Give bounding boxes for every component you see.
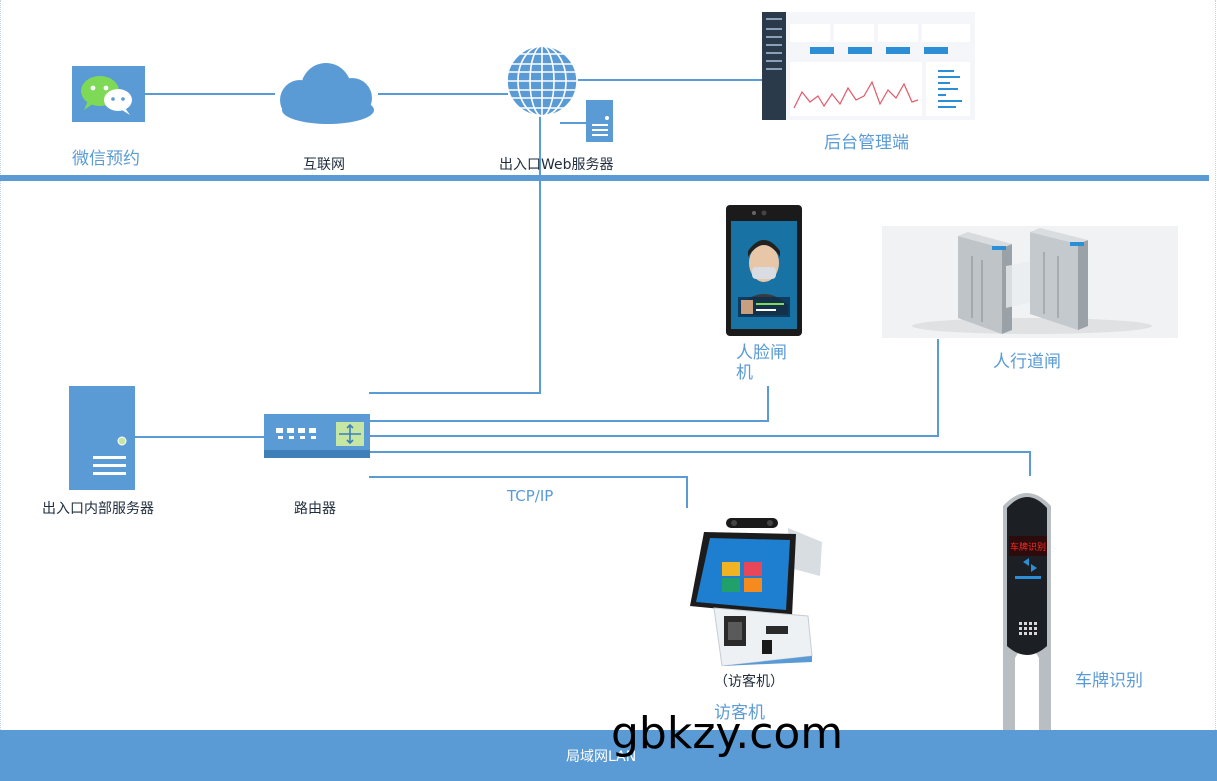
line-internet-web: [378, 93, 508, 95]
line-web-router: [369, 392, 541, 394]
visitor-paren-label: （访客机）: [714, 674, 784, 690]
line-face-down: [767, 386, 769, 422]
lan-bar: 局域网LAN: [0, 730, 1217, 781]
right-border: [1215, 0, 1217, 730]
line-ped-down: [937, 339, 939, 437]
plate-led-text: 车牌识别: [1010, 541, 1046, 553]
internal-server-label: 出入口内部服务器: [42, 501, 154, 517]
web-server-label: 出入口Web服务器: [499, 157, 614, 173]
separator-bar: [0, 175, 1209, 181]
line-web-admin: [578, 79, 763, 81]
line-router-face: [369, 420, 769, 422]
router-icon: [264, 414, 370, 458]
line-router-ped: [369, 435, 939, 437]
left-border: [0, 0, 2, 730]
visitor-kiosk-image: [688, 516, 828, 667]
wechat-label: 微信预约: [72, 149, 140, 169]
line-web-server-icon: [560, 122, 586, 124]
visitor-label: 访客机: [714, 703, 765, 723]
pedestrian-gate-image: [882, 226, 1178, 338]
tcpip-label: TCP/IP: [507, 487, 554, 505]
line-server-router: [135, 436, 265, 438]
watermark-text: gbkzy.com: [611, 708, 844, 759]
face-gate-image: [726, 205, 802, 336]
face-gate-label: 人脸闸机: [736, 343, 787, 383]
line-wechat-internet: [145, 93, 275, 95]
plate-camera-image: 车牌识别: [995, 486, 1059, 730]
internal-server-icon: [69, 386, 135, 490]
line-web-down: [539, 110, 541, 393]
line-router-plate: [369, 451, 1031, 453]
pedestrian-gate-label: 人行道闸: [993, 352, 1061, 372]
lan-label: 局域网LAN: [566, 749, 637, 765]
line-plate-down: [1029, 451, 1031, 476]
plate-label: 车牌识别: [1075, 671, 1143, 691]
internet-label: 互联网: [303, 157, 345, 173]
line-visitor-down: [686, 476, 688, 508]
globe-icon: [505, 44, 579, 118]
admin-label: 后台管理端: [824, 133, 909, 153]
wechat-icon: [72, 66, 145, 122]
web-server-icon: [586, 100, 613, 142]
router-label: 路由器: [294, 501, 336, 517]
cloud-icon: [270, 60, 382, 126]
admin-dashboard-image: [762, 12, 975, 120]
line-router-visitor: [369, 476, 688, 478]
